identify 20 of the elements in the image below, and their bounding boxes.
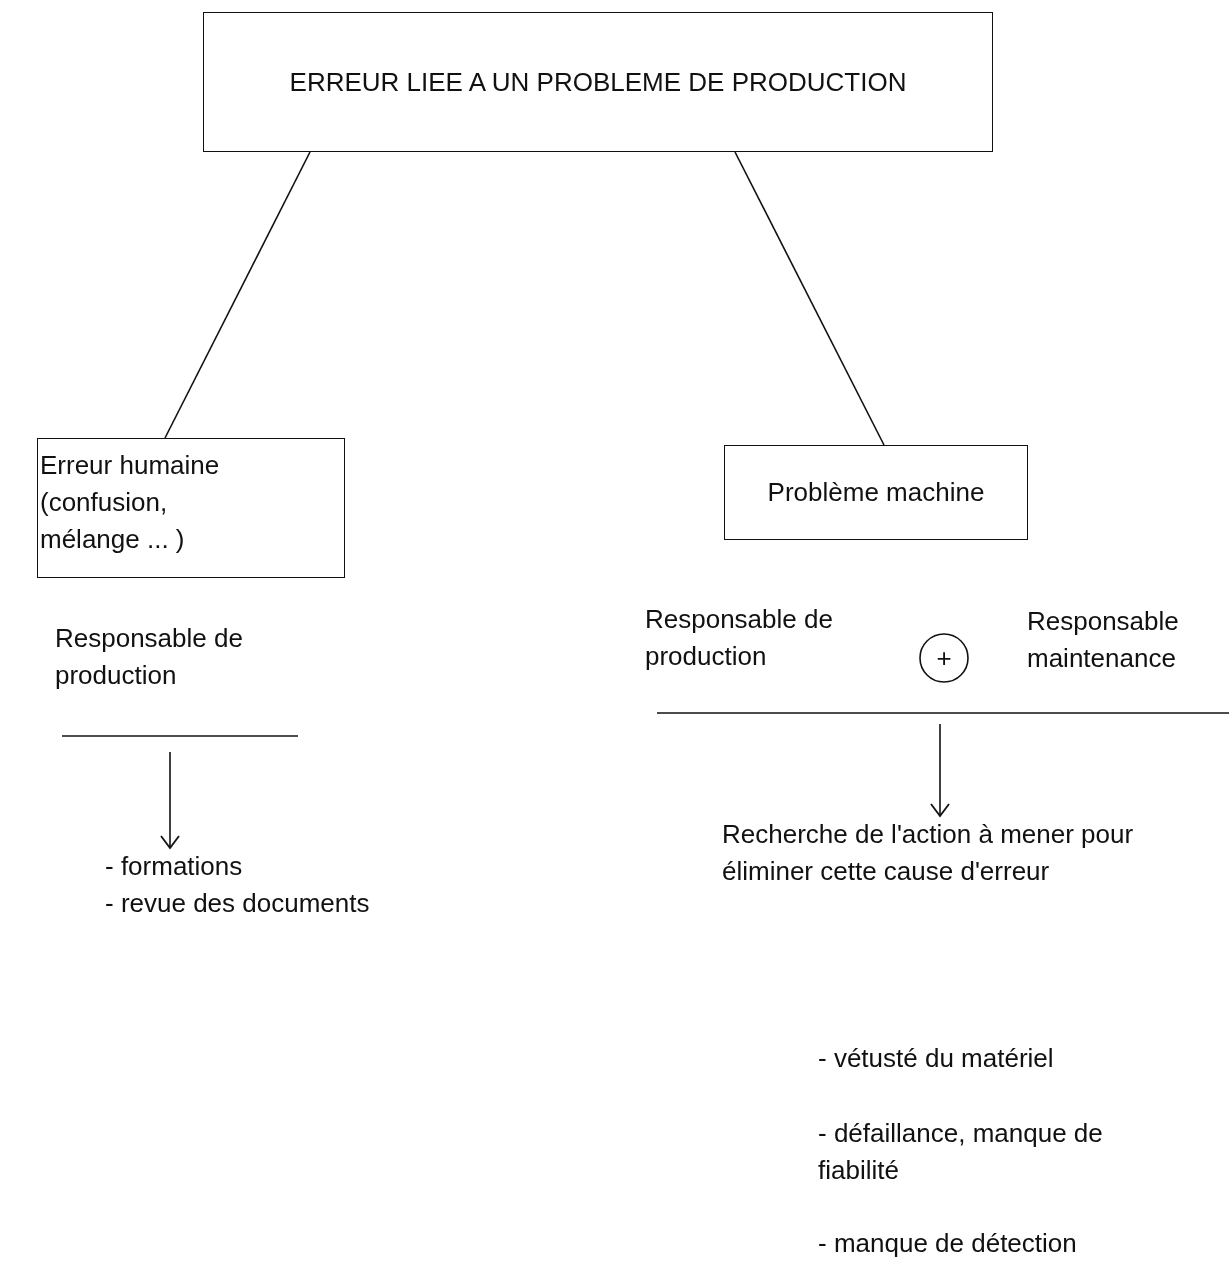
action-text: Recherche de l'action à mener pour éliminer cette cause d'erreur [722, 818, 1135, 888]
list-item: - manque de détection [818, 1227, 1078, 1260]
box-label: ERREUR LIEE A UN PROBLEME DE PRODUCTION [289, 65, 907, 99]
arrow [160, 751, 180, 849]
list-item: - défaillance, manque de fiabilité [818, 1117, 1104, 1187]
plus-sign: + [936, 641, 952, 675]
category-box [724, 445, 1028, 540]
connector-line [734, 151, 885, 446]
role-text: Responsable maintenance [1027, 605, 1180, 675]
title-box [203, 12, 993, 152]
role-text: Responsable de production [55, 622, 244, 692]
list-item: - vétusté du matériel [818, 1042, 1055, 1075]
action-list: - revue des documents [105, 885, 485, 922]
role-text: Responsable de production [645, 603, 834, 673]
action-list: - formations [105, 848, 485, 885]
connector-line [164, 151, 311, 439]
category-box [37, 438, 345, 578]
box-label: Erreur humaine (confusion, mélange ... ) [40, 449, 221, 556]
box-label: Problème machine [767, 476, 985, 509]
arrow [930, 723, 950, 817]
